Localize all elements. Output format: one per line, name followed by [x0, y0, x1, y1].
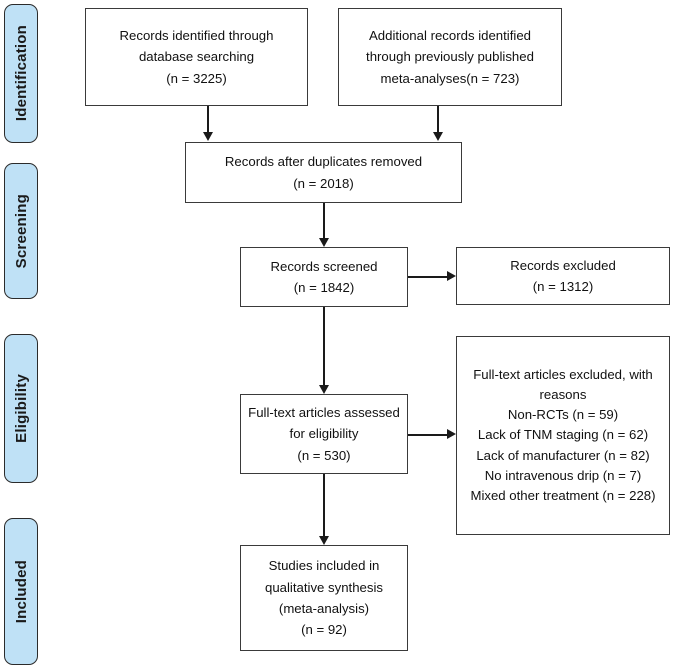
box-fulltext-articles-excluded-with-reasons: Full-text articles excluded, with reason…: [456, 336, 670, 535]
box-records-screened: Records screened (n = 1842): [240, 247, 408, 307]
box-line: meta-analyses(n = 723): [380, 70, 520, 86]
stage-eligibility: Eligibility: [4, 334, 38, 483]
arrow-screened-to-fulltext: [318, 385, 329, 394]
box-line: qualitative synthesis: [264, 579, 384, 595]
stage-included-label: Included: [12, 559, 30, 624]
arrow-duplicates-to-screened: [318, 238, 329, 247]
box-line: (n = 1842): [293, 280, 355, 295]
box-records-identified-database: Records identified through database sear…: [85, 8, 308, 106]
connector-duplicates-to-screened: [323, 203, 325, 240]
box-line: reasons: [539, 387, 587, 403]
stage-screening: Screening: [4, 163, 38, 299]
connector-screened-to-excluded: [408, 276, 448, 278]
box-fulltext-articles-assessed: Full-text articles assessed for eligibil…: [240, 394, 408, 474]
stage-identification: Identification: [4, 4, 38, 143]
box-line: (n = 3225): [166, 70, 227, 86]
box-studies-included: Studies included in qualitative synthesi…: [240, 545, 408, 651]
box-line: Non-RCTs (n = 59): [507, 407, 619, 423]
box-line: Records excluded: [510, 257, 616, 273]
box-line: Additional records identified: [368, 27, 531, 43]
box-line: (n = 2018): [293, 175, 354, 191]
arrow-fulltext-to-included: [318, 536, 329, 545]
box-line: No intravenous drip (n = 7): [484, 467, 642, 483]
connector-fulltext-to-excluded-reasons: [408, 434, 448, 436]
box-line: (n = 92): [301, 622, 347, 638]
box-line: (meta-analysis): [278, 601, 370, 616]
box-line: Mixed other treatment (n = 228): [470, 487, 656, 503]
box-records-after-duplicates-removed: Records after duplicates removed (n = 20…: [185, 142, 462, 203]
stage-eligibility-label: Eligibility: [12, 374, 30, 443]
box-additional-records-identified: Additional records identified through pr…: [338, 8, 562, 106]
box-line: Studies included in: [268, 558, 380, 574]
box-line: Records identified through: [119, 27, 274, 43]
box-line: Lack of manufacturer (n = 82): [476, 447, 650, 463]
box-line: Lack of TNM staging (n = 62): [477, 427, 649, 443]
box-line: database searching: [138, 49, 255, 65]
stage-identification-label: Identification: [12, 25, 30, 122]
arrow-screened-to-excluded: [447, 271, 456, 281]
arrow-database-to-duplicates: [202, 132, 213, 141]
box-line: through previously published: [366, 49, 534, 65]
connector-fulltext-to-included: [323, 474, 325, 537]
stage-included: Included: [4, 518, 38, 665]
connector-screened-to-fulltext: [323, 307, 325, 386]
box-line: (n = 1312): [532, 279, 594, 294]
stage-screening-label: Screening: [12, 193, 30, 269]
connector-database-to-duplicates: [207, 106, 209, 133]
box-line: (n = 530): [297, 447, 351, 463]
box-line: Records screened: [270, 258, 378, 274]
box-line: Full-text articles excluded, with: [473, 367, 653, 383]
arrow-additional-to-duplicates: [432, 132, 443, 141]
box-line: Records after duplicates removed: [224, 154, 423, 170]
box-records-excluded: Records excluded (n = 1312): [456, 247, 670, 305]
arrow-fulltext-to-excluded-reasons: [447, 429, 456, 439]
connector-additional-to-duplicates: [437, 106, 439, 133]
box-line: for eligibility: [289, 426, 359, 442]
box-line: Full-text articles assessed: [248, 404, 400, 420]
